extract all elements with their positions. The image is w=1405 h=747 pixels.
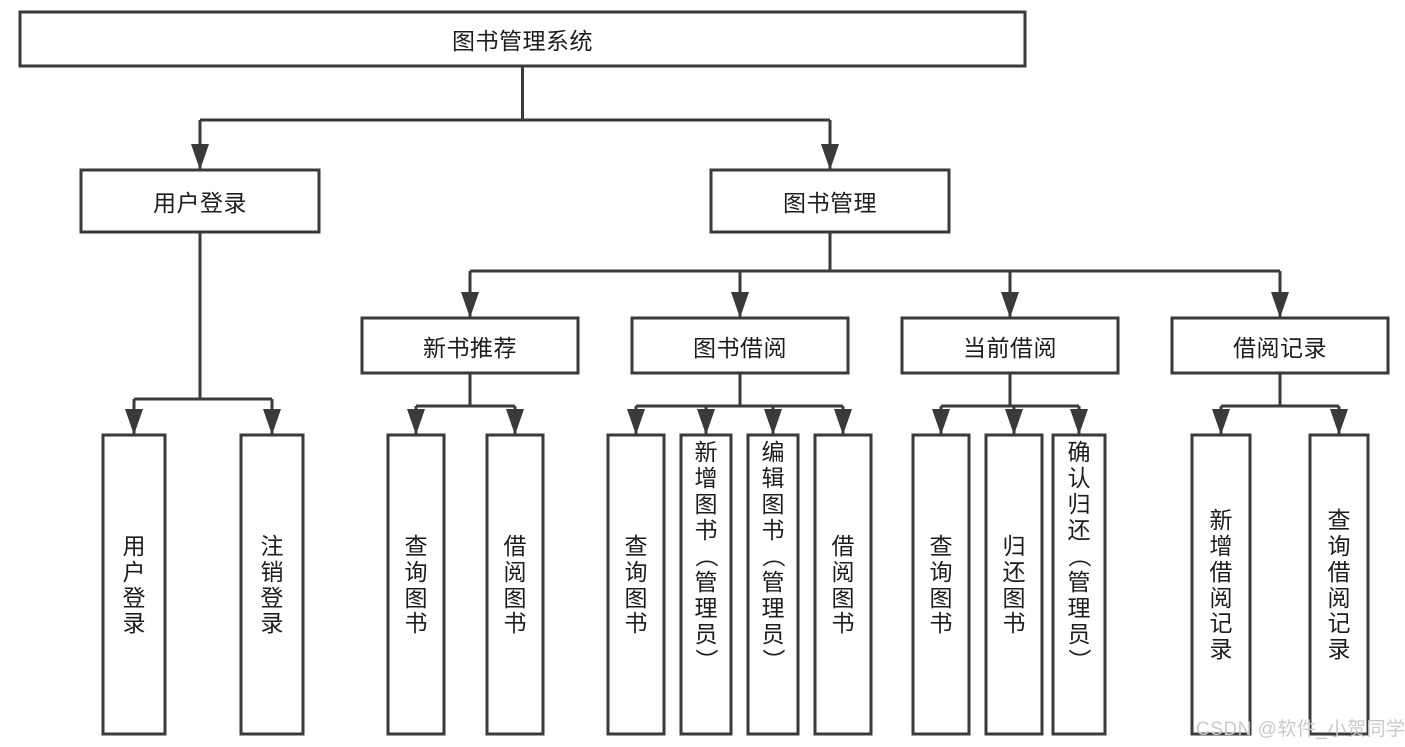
arrow-head-icon-leaf-user-login	[125, 409, 143, 435]
node-box-borrow-record	[1170, 316, 1390, 375]
arrow-head-icon-book-borrow	[731, 292, 749, 318]
node-box-user-login	[79, 168, 321, 234]
node-box-l-add-book	[679, 433, 733, 736]
connectors-layer	[125, 66, 1348, 435]
arrow-head-icon-user-login	[191, 144, 209, 170]
node-box-l-return-book	[984, 433, 1044, 736]
arrow-head-icon-l-confirm-return	[1070, 409, 1088, 435]
arrow-head-icon-leaf-logout	[263, 409, 281, 435]
arrow-head-icon-l-borrow-book-2	[834, 409, 852, 435]
node-box-new-book-rec	[360, 316, 580, 375]
node-box-l-edit-book	[746, 433, 800, 736]
node-box-l-query-book-2	[606, 433, 666, 736]
arrow-head-icon-l-return-book	[1005, 409, 1023, 435]
arrow-head-icon-new-book-rec	[461, 292, 479, 318]
arrow-head-icon-l-borrow-book-1	[506, 409, 524, 435]
node-box-leaf-user-login	[101, 433, 167, 736]
arrow-head-icon-l-query-record	[1330, 409, 1348, 435]
arrow-head-icon-l-edit-book	[764, 409, 782, 435]
node-box-l-borrow-book-2	[813, 433, 873, 736]
node-box-book-manage	[709, 168, 951, 234]
csdn-watermark: CSDN @软件_小贺同学	[1196, 719, 1405, 740]
node-box-l-query-book-1	[386, 433, 446, 736]
arrow-head-icon-l-add-book	[697, 409, 715, 435]
node-box-current-borrow	[900, 316, 1120, 375]
node-box-root	[18, 10, 1027, 68]
arrow-head-icon-book-manage	[821, 144, 839, 170]
arrow-head-icon-l-query-book-3	[932, 409, 950, 435]
boxes-layer	[18, 10, 1390, 736]
node-box-l-query-record	[1308, 433, 1370, 736]
arrow-head-icon-l-add-record	[1212, 409, 1230, 435]
arrow-head-icon-l-query-book-1	[407, 409, 425, 435]
node-box-leaf-logout	[239, 433, 305, 736]
node-box-l-query-book-3	[911, 433, 971, 736]
arrow-head-icon-borrow-record	[1271, 292, 1289, 318]
node-box-l-confirm-return	[1051, 433, 1107, 736]
node-box-l-add-record	[1190, 433, 1252, 736]
arrow-head-icon-current-borrow	[1001, 292, 1019, 318]
arrow-head-icon-l-query-book-2	[627, 409, 645, 435]
node-box-book-borrow	[630, 316, 850, 375]
node-box-l-borrow-book-1	[485, 433, 545, 736]
